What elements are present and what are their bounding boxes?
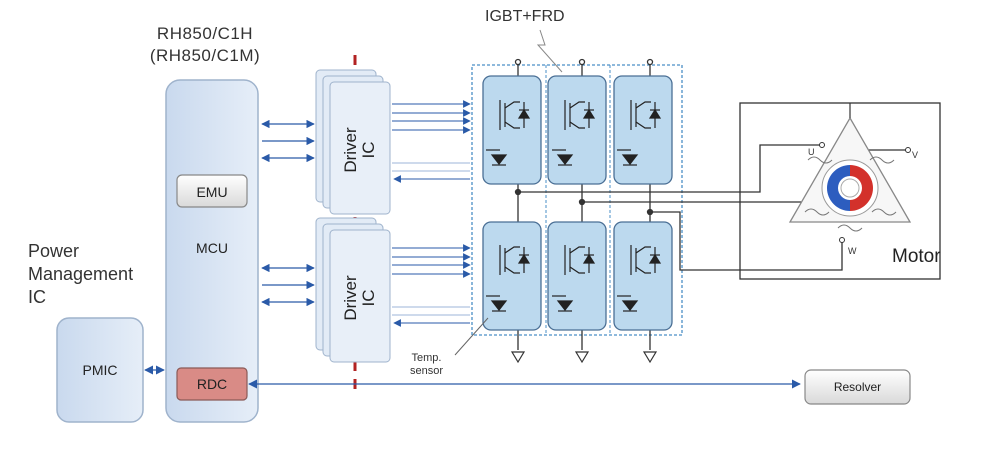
mcu-part-line1: RH850/C1H [156, 24, 254, 43]
igbt-cells-bottom [482, 221, 673, 331]
mcu-driver-signals-lower [261, 263, 315, 307]
driver-ic-lower-label: Driver IC [341, 250, 378, 346]
driver-ic-upper-stack [315, 69, 391, 215]
power-label-line3: IC [28, 287, 46, 307]
motor-symbol [739, 102, 941, 280]
driver-ic-lower-stack [315, 217, 391, 363]
driver-upper-line2: IC [359, 141, 378, 159]
driver-upper-line1: Driver [341, 127, 360, 173]
emu-block [176, 174, 248, 208]
power-management-ic-label: Power Management IC [28, 240, 133, 309]
driver-igbt-signals-lower [392, 244, 471, 327]
rdc-label: RDC [196, 376, 228, 392]
temp-sensor-line1: Temp. [411, 352, 442, 364]
igbt-cells-top [482, 75, 673, 185]
mcu-block [165, 79, 259, 423]
mcu-label: MCU [196, 240, 228, 256]
igbt-symbols [486, 100, 662, 312]
temp-sensor-label: Temp. sensor [410, 352, 443, 378]
driver-lower-line2: IC [359, 289, 378, 307]
driver-lower-line1: Driver [341, 275, 360, 321]
resolver-label: Resolver [833, 380, 882, 394]
driver-igbt-signals-upper [392, 100, 471, 183]
power-label-line2: Management [28, 264, 134, 284]
resolver-block [804, 369, 911, 405]
phase-w-label: W [848, 246, 857, 256]
power-label-line1: Power [28, 241, 80, 261]
inverter-frame [471, 64, 683, 336]
emu-label: EMU [196, 184, 228, 200]
mcu-part-number: RH850/C1H (RH850/C1M) [140, 23, 270, 67]
ground-symbols [510, 351, 658, 364]
mcu-part-line2: (RH850/C1M) [149, 46, 261, 65]
motor-label: Motor [892, 246, 941, 267]
pmic-block [56, 317, 144, 423]
phase-u-label: U [808, 147, 815, 157]
pmic-label: PMIC [82, 362, 118, 378]
driver-ic-upper-label: Driver IC [341, 102, 378, 198]
igbt-label-leader [536, 29, 563, 73]
temp-sensor-leader [454, 317, 489, 356]
rdc-block [176, 367, 248, 401]
igbt-frd-label: IGBT+FRD [485, 8, 565, 25]
temp-sensor-line2: sensor [410, 365, 444, 377]
phase-v-label: V [912, 150, 919, 160]
mcu-driver-signals-upper [261, 119, 315, 163]
